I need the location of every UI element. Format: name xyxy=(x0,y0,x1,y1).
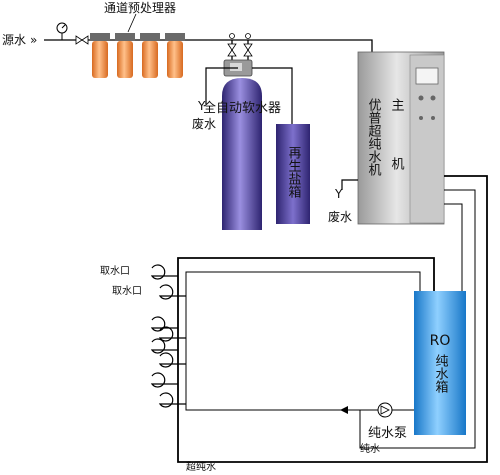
drain-pipe xyxy=(205,67,238,104)
outlet-tap-icon xyxy=(150,372,178,388)
indicator-light xyxy=(418,95,424,101)
waste-water-label-2: 废水 xyxy=(328,209,352,224)
pure-water-loop-pipe xyxy=(185,271,421,411)
ultrapure-loop-pipe xyxy=(177,175,488,463)
pretreatment-leader xyxy=(127,13,137,33)
drain-funnel-icon: Y xyxy=(334,187,343,201)
filter-cartridge xyxy=(90,33,110,78)
waste-water-label-1: 废水 xyxy=(192,116,216,131)
outlet-label-1: 取水口 xyxy=(100,265,130,277)
feed-pipe xyxy=(190,39,373,55)
machine-label-line2: 主机 xyxy=(389,98,405,216)
outlet-tap-icon xyxy=(150,338,178,354)
pretreatment-label: 通道预处理器 xyxy=(104,1,176,15)
machine-drain-pipe xyxy=(341,179,358,190)
drain-funnel-icon: Y xyxy=(197,99,206,113)
outlet-tap-icon xyxy=(158,284,186,300)
ro-label: RO xyxy=(430,333,451,349)
outlet-tap-icon xyxy=(158,392,186,408)
filter-cartridge xyxy=(115,33,135,78)
valve-icon xyxy=(243,33,253,57)
filter-cartridge xyxy=(140,33,160,78)
softener-label: 全自动软水器 xyxy=(203,100,281,116)
chevron-right-icon: » xyxy=(30,33,37,47)
machine-label-line1: 优普超纯水机 xyxy=(366,98,382,177)
outlet-label-2: 取水口 xyxy=(112,285,142,297)
outlet-tap-icon xyxy=(150,264,178,280)
display-screen xyxy=(415,67,439,85)
pure-water-label: 纯水 xyxy=(360,442,380,455)
softener-tank xyxy=(222,78,262,230)
indicator-light xyxy=(430,95,436,101)
pure-water-return-pipe xyxy=(359,189,476,449)
flow-arrow-icon xyxy=(340,406,348,414)
valve-icon xyxy=(75,35,89,45)
ultrapure-machine xyxy=(357,51,445,225)
pure-water-pump-label: 纯水泵 xyxy=(368,426,407,441)
outlet-tap-icon xyxy=(158,352,186,368)
brine-tank xyxy=(276,124,310,224)
outlet-tap-icon xyxy=(150,316,178,332)
ro-feed-pipe xyxy=(444,203,463,291)
pressure-gauge-icon xyxy=(56,22,68,40)
source-water-label: 源水 xyxy=(2,33,26,47)
ultrapure-water-label: 超纯水 xyxy=(186,460,216,473)
outlet-tap-icon xyxy=(158,326,186,342)
ro-tank-label: 纯水箱 xyxy=(433,354,449,393)
filter-cartridge xyxy=(165,33,185,78)
indicator-light xyxy=(419,116,423,120)
brine-pipe xyxy=(252,67,293,124)
indicator-light xyxy=(431,116,435,120)
valve-icon xyxy=(227,33,237,57)
ro-water-tank xyxy=(414,291,466,435)
brine-tank-label: 再生盐箱 xyxy=(286,146,302,198)
pure-water-pump-icon xyxy=(377,402,393,418)
